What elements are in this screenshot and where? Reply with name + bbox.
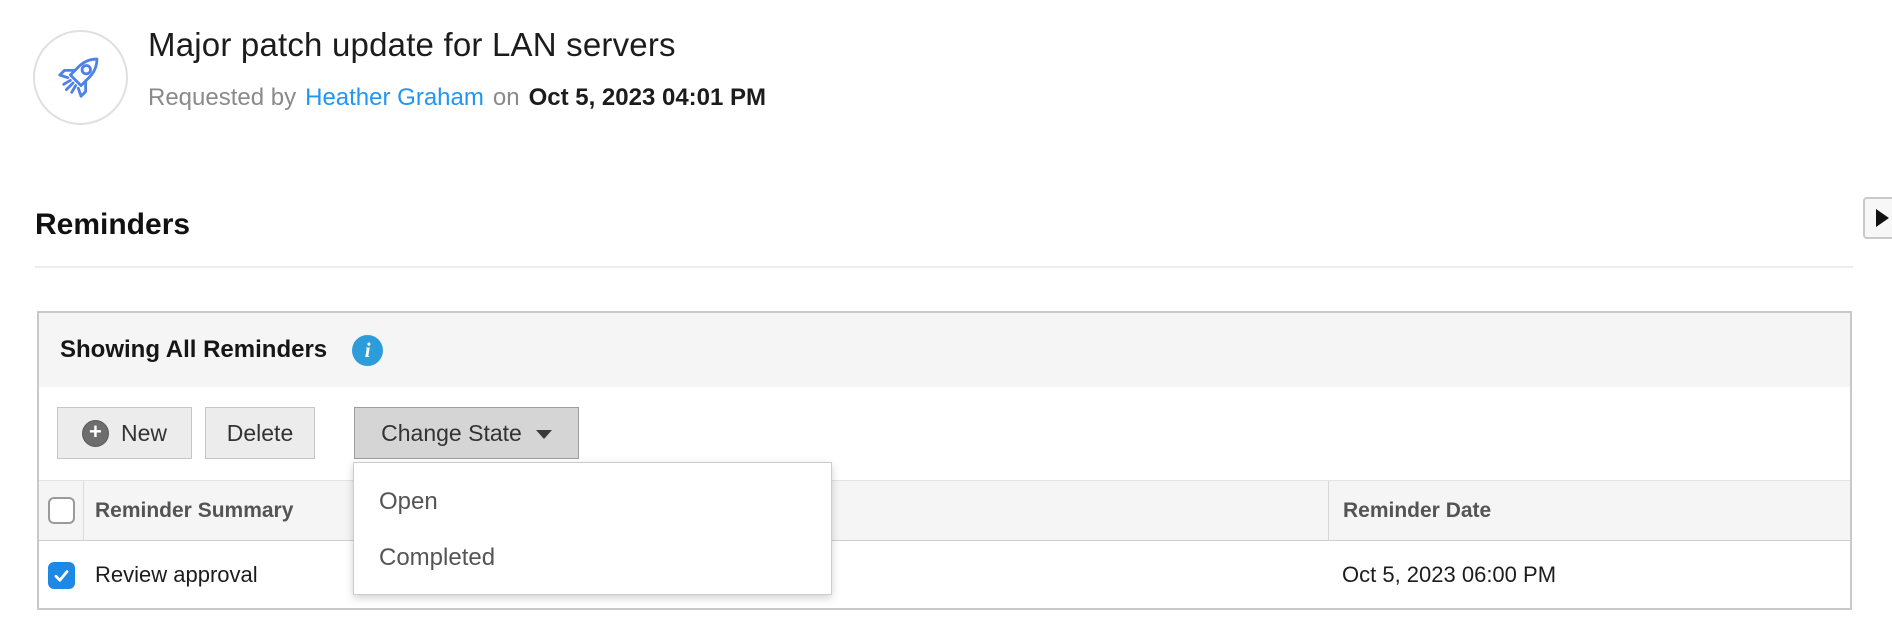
reminders-panel: Showing All Reminders i + New Delete Cha… — [37, 311, 1852, 610]
reminder-summary-cell: Review approval — [84, 542, 1328, 608]
delete-button[interactable]: Delete — [205, 407, 315, 459]
panel-header: Showing All Reminders i — [39, 313, 1850, 387]
change-state-button-label: Change State — [381, 419, 522, 446]
table-row[interactable]: Review approval Oct 5, 2023 06:00 PM — [39, 542, 1850, 608]
dropdown-item-open[interactable]: Open — [379, 488, 438, 515]
requester-link[interactable]: Heather Graham — [305, 84, 484, 111]
expand-sidebar-button[interactable] — [1863, 197, 1892, 239]
right-arrow-icon — [1876, 209, 1889, 227]
row-select-cell — [39, 542, 84, 608]
requested-by-line: Requested by Heather Graham on Oct 5, 20… — [148, 84, 766, 112]
column-header-date[interactable]: Reminder Date — [1328, 481, 1850, 540]
reminder-date-value: Oct 5, 2023 06:00 PM — [1342, 562, 1557, 587]
avatar — [33, 30, 128, 125]
delete-button-label: Delete — [226, 419, 294, 446]
new-button[interactable]: + New — [57, 407, 192, 459]
change-state-dropdown-menu: Open Completed — [353, 462, 832, 595]
section-title-reminders: Reminders — [35, 208, 191, 241]
requested-by-label: Requested by — [148, 84, 297, 111]
select-all-cell — [39, 481, 84, 540]
change-state-button[interactable]: Change State — [354, 407, 579, 459]
table-header-row: Reminder Summary Reminder Date — [39, 480, 1850, 541]
rocket-icon — [51, 45, 111, 110]
new-button-label: New — [120, 419, 167, 446]
section-divider — [35, 266, 1853, 268]
column-header-summary[interactable]: Reminder Summary — [95, 498, 294, 522]
plus-icon: + — [81, 419, 109, 447]
panel-title: Showing All Reminders — [60, 336, 328, 363]
info-icon[interactable]: i — [352, 334, 384, 366]
reminder-summary-value[interactable]: Review approval — [95, 562, 258, 587]
requested-datetime: Oct 5, 2023 04:01 PM — [528, 84, 767, 111]
dropdown-item-completed[interactable]: Completed — [379, 544, 496, 571]
chevron-down-icon — [535, 430, 552, 439]
reminder-date-cell: Oct 5, 2023 06:00 PM — [1328, 542, 1850, 608]
row-checkbox[interactable] — [48, 561, 75, 589]
select-all-checkbox[interactable] — [47, 497, 75, 524]
page-title: Major patch update for LAN servers — [148, 26, 676, 63]
on-label: on — [492, 84, 520, 111]
